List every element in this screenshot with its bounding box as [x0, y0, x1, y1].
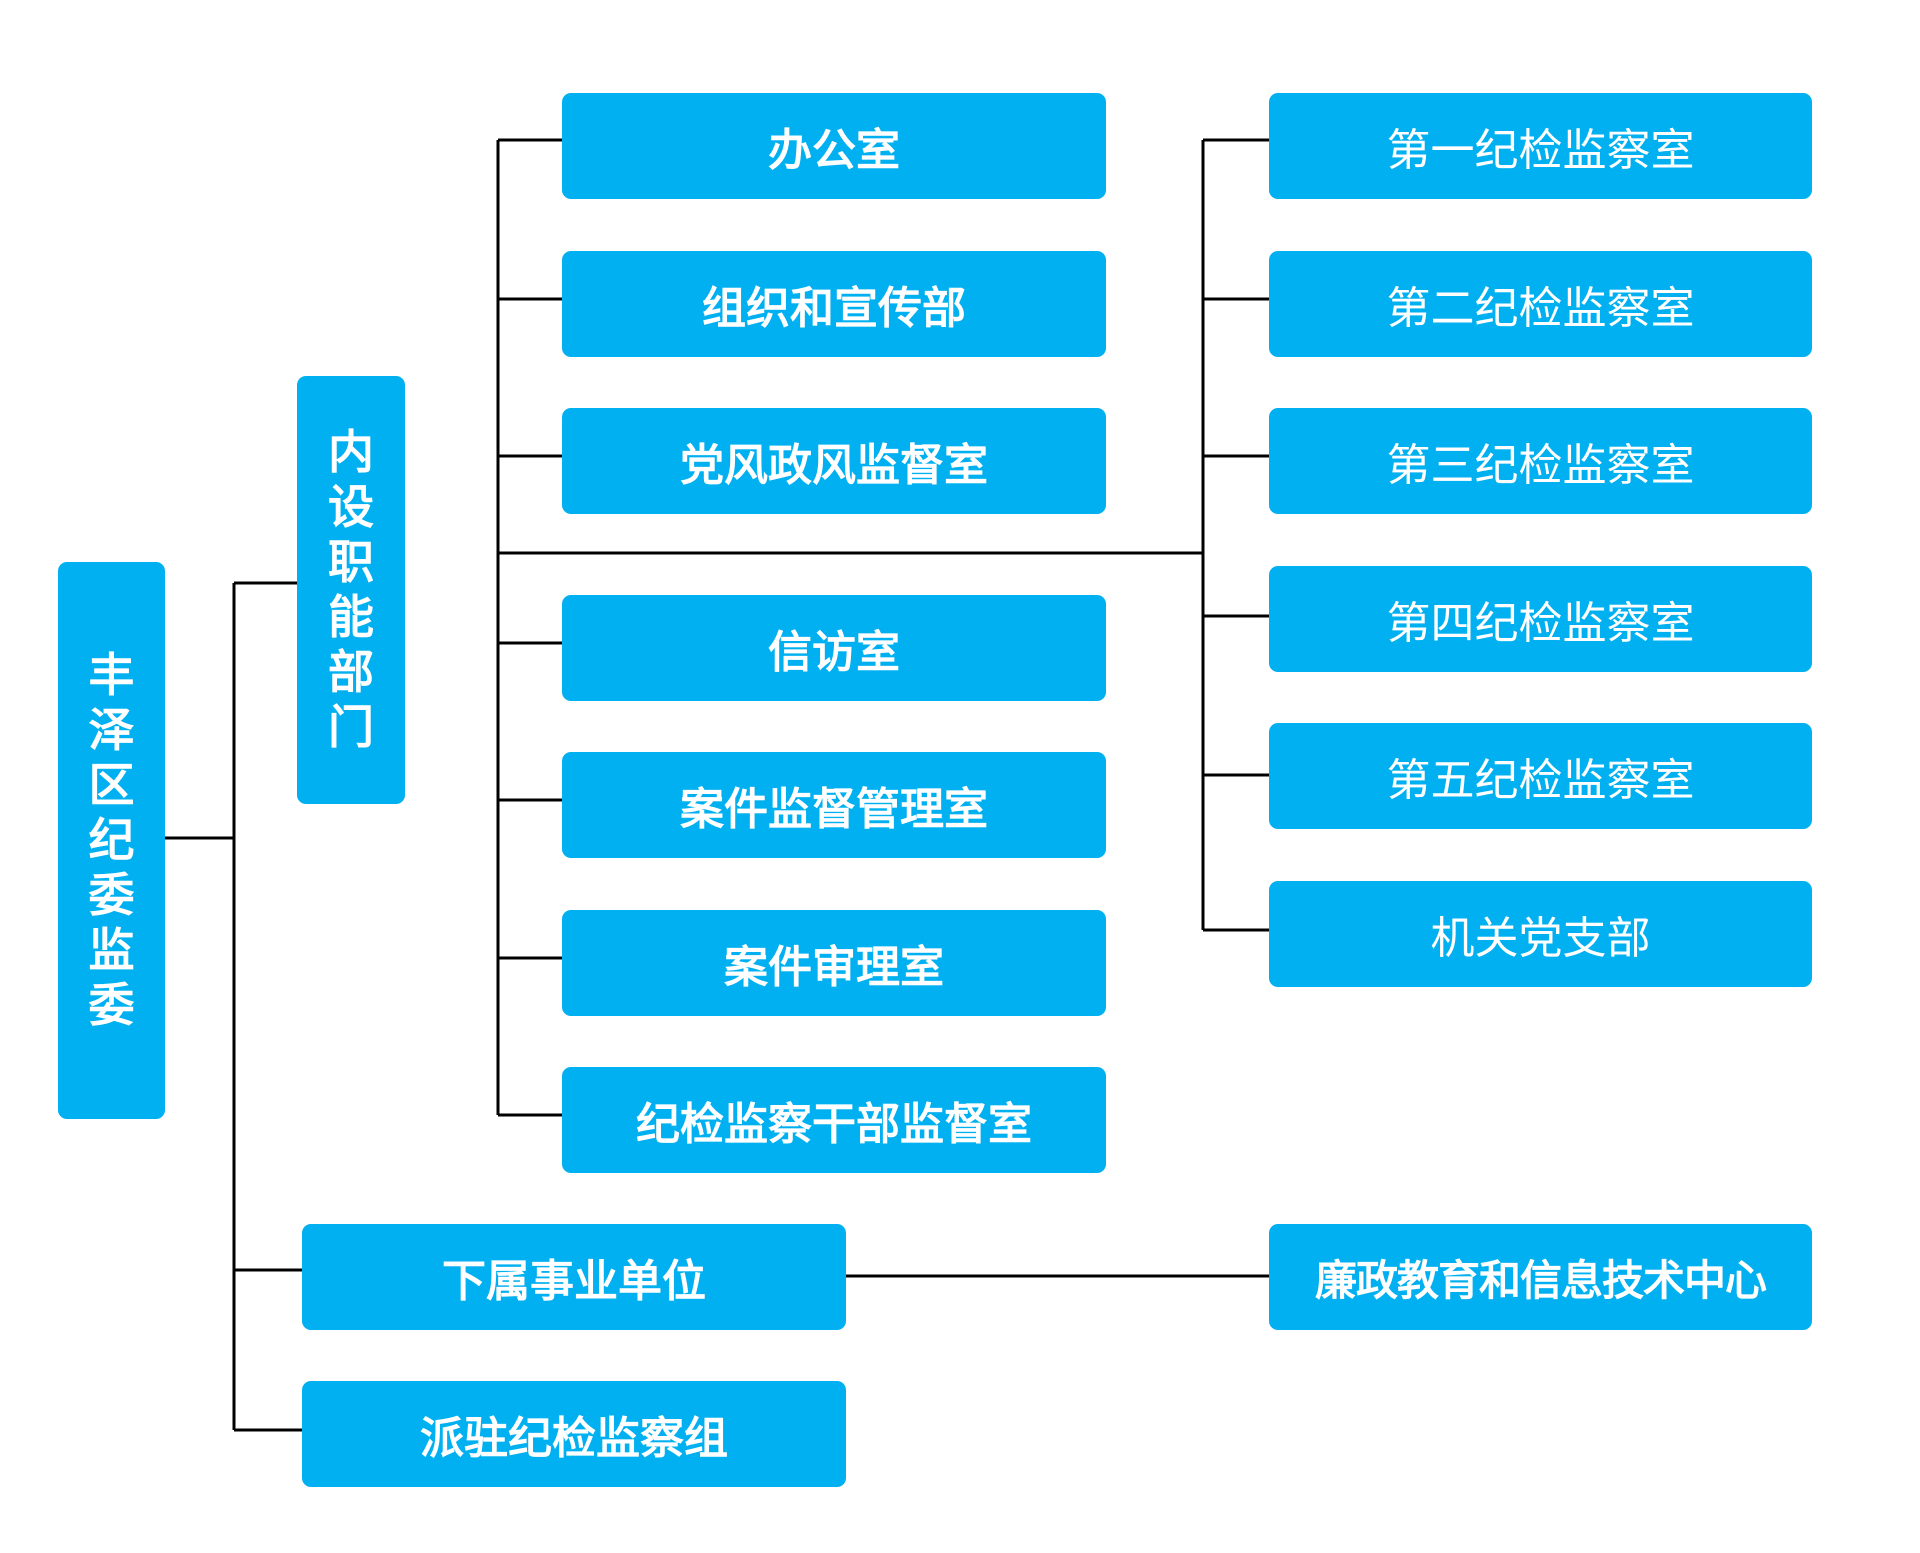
left-department-node: 信访室 — [562, 595, 1106, 701]
internal-departments-label: 内设职能部门 — [328, 425, 374, 754]
right-department-node: 第二纪检监察室 — [1269, 251, 1812, 357]
right-department-node: 第五纪检监察室 — [1269, 723, 1812, 829]
right-department-node: 第三纪检监察室 — [1269, 408, 1812, 514]
left-department-node: 党风政风监督室 — [562, 408, 1106, 514]
affiliated-unit-node: 下属事业单位 — [302, 1224, 846, 1330]
right-department-node: 机关党支部 — [1269, 881, 1812, 987]
internal-departments-node: 内设职能部门 — [297, 376, 405, 804]
root-node: 丰泽区纪委监委 — [58, 562, 165, 1119]
right-department-node: 第四纪检监察室 — [1269, 566, 1812, 672]
left-department-node: 组织和宣传部 — [562, 251, 1106, 357]
left-department-node: 案件监督管理室 — [562, 752, 1106, 858]
affiliated-child-node: 廉政教育和信息技术中心 — [1269, 1224, 1812, 1330]
left-department-node: 办公室 — [562, 93, 1106, 199]
left-department-node: 纪检监察干部监督室 — [562, 1067, 1106, 1173]
dispatched-group-node: 派驻纪检监察组 — [302, 1381, 846, 1487]
left-department-node: 案件审理室 — [562, 910, 1106, 1016]
root-node-label: 丰泽区纪委监委 — [88, 648, 135, 1032]
right-department-node: 第一纪检监察室 — [1269, 93, 1812, 199]
